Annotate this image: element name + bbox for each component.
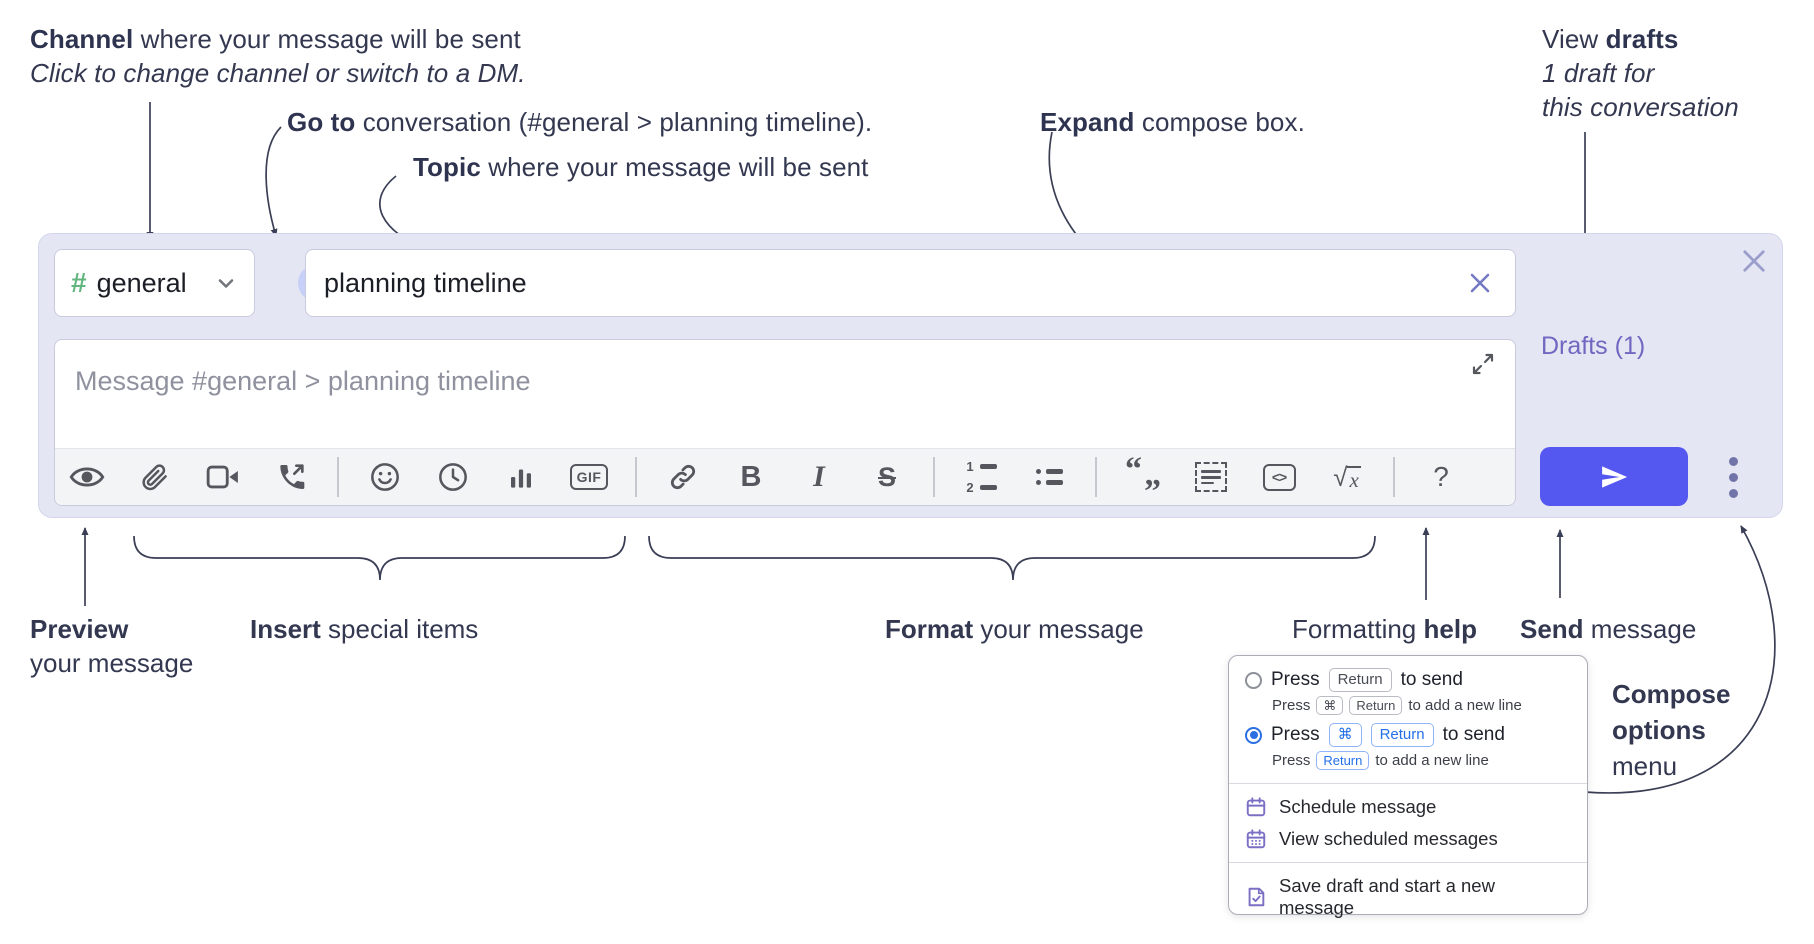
enter-sends-option[interactable]: Press Return to send Press ⌘ Return to a… xyxy=(1229,666,1587,721)
compose-options-annotation: Compose options menu xyxy=(1612,679,1731,781)
compose-options-menu-button[interactable] xyxy=(1711,452,1755,502)
menu-divider xyxy=(1229,862,1587,863)
send-annotation: Send message xyxy=(1520,614,1697,644)
return-key: Return xyxy=(1370,723,1434,747)
schedule-message-item[interactable]: Schedule message xyxy=(1229,791,1587,823)
compose-options-menu: Press Return to send Press ⌘ Return to a… xyxy=(1228,655,1588,918)
code-icon[interactable]: <> xyxy=(1257,455,1301,499)
radio-unselected[interactable] xyxy=(1245,671,1262,689)
video-call-icon[interactable] xyxy=(201,455,245,499)
goto-annotation: Go to conversation (#general > planning … xyxy=(287,107,873,137)
italic-icon[interactable]: I xyxy=(813,460,825,493)
return-key: Return xyxy=(1328,668,1392,692)
formatting-help-icon[interactable]: ? xyxy=(1433,461,1449,492)
menu-divider xyxy=(1229,783,1587,784)
strikethrough-icon[interactable]: S xyxy=(877,461,896,492)
compose-box: # general Message #general > planning ti… xyxy=(38,233,1783,518)
calendar-icon xyxy=(1246,797,1266,817)
preview-eye-icon[interactable] xyxy=(65,455,109,499)
attach-paperclip-icon[interactable] xyxy=(133,455,177,499)
poll-chart-icon[interactable] xyxy=(499,455,543,499)
toolbar-divider xyxy=(1095,457,1097,497)
expand-annotation: Expand compose box. xyxy=(1040,107,1305,137)
topic-annotation: Topic where your message will be sent xyxy=(413,152,869,182)
chevron-down-icon xyxy=(218,279,234,288)
channel-name: general xyxy=(96,267,187,298)
toolbar-divider xyxy=(1393,457,1395,497)
draft-document-icon xyxy=(1248,887,1265,907)
send-plane-icon xyxy=(1602,465,1628,488)
spoiler-icon[interactable] xyxy=(1189,455,1233,499)
drafts-link[interactable]: Drafts (1) xyxy=(1541,332,1646,360)
bold-icon[interactable]: B xyxy=(740,460,762,493)
gif-icon[interactable]: GIF xyxy=(567,455,611,499)
formatting-help-annotation: Formatting help xyxy=(1292,614,1477,644)
save-draft-item[interactable]: Save draft and start a new message xyxy=(1229,870,1587,924)
topic-input[interactable] xyxy=(324,267,1463,299)
close-x-icon xyxy=(1743,250,1765,272)
expand-compose-button[interactable] xyxy=(1467,348,1499,380)
cmd-key: ⌘ xyxy=(1328,723,1362,747)
clear-x-icon xyxy=(1470,273,1490,293)
ellipsis-dot xyxy=(1728,472,1738,482)
channel-selector[interactable]: # general xyxy=(54,249,255,317)
close-compose-button[interactable] xyxy=(1735,242,1773,280)
calendar-grid-icon xyxy=(1246,829,1266,849)
toolbar-divider xyxy=(635,457,637,497)
clear-topic-button[interactable] xyxy=(1463,266,1497,300)
channel-annotation: Channel where your message will be sent … xyxy=(30,24,526,88)
topic-input-wrapper xyxy=(305,249,1516,317)
return-key: Return xyxy=(1349,696,1403,715)
ellipsis-dot xyxy=(1728,456,1738,466)
cmd-key: ⌘ xyxy=(1316,696,1344,715)
return-key: Return xyxy=(1316,751,1370,770)
cmd-enter-sends-option[interactable]: Press ⌘ Return to send Press Return to a… xyxy=(1229,721,1587,776)
preview-annotation: Preview your message xyxy=(30,614,194,678)
emoji-smiley-icon[interactable] xyxy=(363,455,407,499)
expand-diagonal-icon xyxy=(1472,353,1494,375)
toolbar-divider xyxy=(933,457,935,497)
send-button[interactable] xyxy=(1540,447,1688,506)
audio-call-icon[interactable] xyxy=(269,455,313,499)
math-icon[interactable]: √x xyxy=(1333,461,1361,492)
view-drafts-annotation: View drafts 1 draft for this conversatio… xyxy=(1542,24,1739,122)
ellipsis-dot xyxy=(1728,488,1738,498)
channel-hash-icon: # xyxy=(71,267,87,298)
toolbar-divider xyxy=(337,457,339,497)
quote-icon[interactable]: “ ” xyxy=(1125,451,1161,510)
insert-annotation: Insert special items xyxy=(250,614,479,644)
compose-toolbar: GIF B I S 1 xyxy=(55,448,1515,510)
format-annotation: Format your message xyxy=(885,614,1144,644)
radio-selected[interactable] xyxy=(1245,726,1262,744)
link-icon[interactable] xyxy=(661,455,705,499)
time-clock-icon[interactable] xyxy=(431,455,475,499)
bulleted-list-icon[interactable] xyxy=(1027,455,1071,499)
message-placeholder: Message #general > planning timeline xyxy=(75,366,531,396)
numbered-list-icon[interactable]: 1 2 xyxy=(959,455,1003,499)
message-input[interactable]: Message #general > planning timeline xyxy=(54,339,1516,510)
view-scheduled-messages-item[interactable]: View scheduled messages xyxy=(1229,823,1587,855)
